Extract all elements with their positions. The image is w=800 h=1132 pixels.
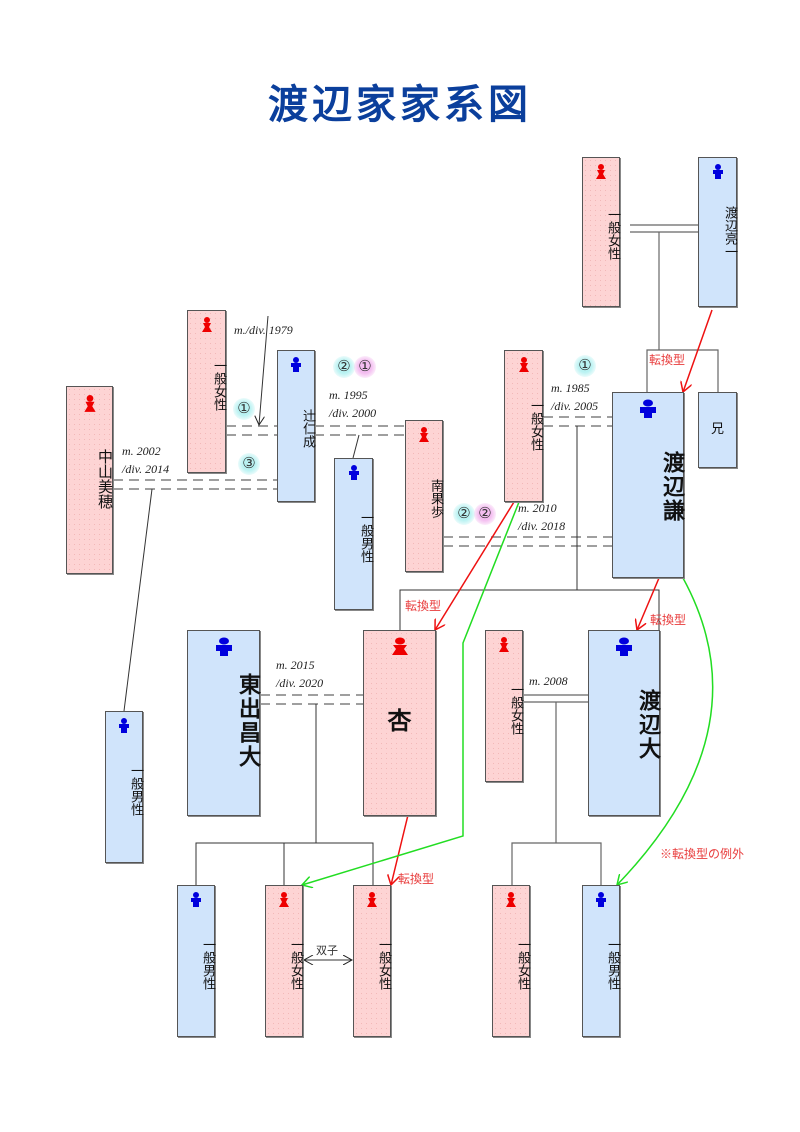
person-name: 兄 — [710, 422, 724, 437]
divorce-label: /div. 2020 — [276, 676, 324, 690]
person-name: 一般女性 — [528, 399, 543, 451]
person-name: 一般女性 — [515, 938, 530, 990]
person-ken[interactable]: 渡辺謙 — [612, 392, 685, 578]
person-name: 渡辺謙 — [659, 451, 685, 523]
person-name: 一般男性 — [605, 938, 620, 990]
person-grandchild-1[interactable]: 一般男性 — [177, 885, 215, 1037]
page-title: 渡辺家家系図 — [268, 81, 532, 128]
person-tsuji-son[interactable]: 一般男性 — [334, 458, 373, 610]
order-mark: ② — [453, 503, 475, 525]
person-name: 渡辺大 — [635, 689, 661, 761]
annotation-arrow — [259, 315, 269, 425]
transform-arrow — [391, 814, 409, 885]
female-icon — [596, 164, 606, 179]
person-name: 杏 — [387, 707, 412, 735]
person-top-wife[interactable]: 一般女性 — [582, 157, 620, 307]
person-nakayama[interactable]: 中山美穂 — [66, 386, 114, 574]
transform-arrow — [683, 309, 713, 392]
divorce-label: /div. 2000 — [329, 406, 377, 420]
order-mark: ① — [574, 355, 596, 377]
person-grandchild-2[interactable]: 一般女性 — [265, 885, 303, 1037]
person-grandchild-4[interactable]: 一般女性 — [492, 885, 530, 1037]
sibling-bracket — [646, 349, 719, 395]
male-icon — [640, 399, 656, 418]
descent-line — [352, 434, 360, 459]
person-dai[interactable]: 渡辺大 — [588, 630, 661, 816]
marriage-label: m. 2015 — [276, 658, 315, 672]
transform-arrow — [637, 577, 660, 630]
person-higashide[interactable]: 東出昌大 — [187, 630, 261, 816]
person-anne[interactable]: 杏 — [363, 630, 436, 816]
person-name: 渡辺亮一 — [722, 206, 737, 258]
marriage-label: m. 1985 — [551, 381, 590, 395]
male-icon — [348, 465, 359, 480]
divorce-label: /div. 2014 — [122, 462, 170, 476]
exception-label: ※転換型の例外 — [660, 847, 745, 861]
order-mark: ② — [474, 503, 496, 525]
male-icon — [215, 637, 232, 656]
transform-label: 転換型 — [649, 353, 686, 367]
female-icon — [419, 427, 429, 442]
children-bracket — [511, 842, 602, 885]
order-mark: ③ — [238, 453, 260, 475]
person-name: 一般女性 — [508, 683, 523, 735]
person-name: 一般男性 — [128, 764, 143, 816]
female-icon — [83, 395, 96, 412]
female-icon — [518, 357, 529, 372]
person-name: 東出昌大 — [235, 673, 261, 769]
transform-arrow — [435, 501, 515, 630]
divorce-label: /div. 2018 — [518, 519, 566, 533]
person-ken-first-wife[interactable]: 一般女性 — [504, 350, 543, 502]
transform-label: 転換型 — [398, 872, 435, 886]
marriage-label: m. 1995 — [329, 388, 368, 402]
person-name: 一般女性 — [288, 938, 303, 990]
exception-arrow — [302, 501, 520, 885]
female-icon — [506, 892, 516, 907]
male-icon — [616, 637, 632, 656]
children-bracket — [399, 589, 660, 630]
person-name: 一般男性 — [200, 938, 215, 990]
person-tsuji[interactable]: 辻仁成 — [277, 350, 315, 502]
person-dai-wife[interactable]: 一般女性 — [485, 630, 523, 782]
person-name: 一般女性 — [376, 938, 391, 990]
person-minami[interactable]: 南果歩 — [405, 420, 443, 572]
person-tsuji-first-wife[interactable]: 一般女性 — [187, 310, 226, 473]
person-name: 南果歩 — [428, 479, 443, 518]
female-icon — [279, 892, 289, 907]
exception-arrow — [617, 577, 714, 885]
order-mark: ② — [333, 356, 355, 378]
person-name: 一般女性 — [211, 359, 226, 411]
marriage-label: m./div. 1979 — [234, 323, 293, 337]
order-mark: ① — [354, 356, 376, 378]
male-icon — [191, 892, 201, 907]
male-icon — [596, 892, 606, 907]
person-name: 中山美穂 — [96, 449, 114, 509]
female-icon — [201, 317, 212, 332]
male-icon — [712, 164, 723, 179]
person-name: 辻仁成 — [300, 409, 315, 448]
person-grandchild-3[interactable]: 一般女性 — [353, 885, 391, 1037]
male-icon — [119, 718, 129, 733]
twins-label: 双子 — [316, 944, 338, 957]
person-nakayama-son[interactable]: 一般男性 — [105, 711, 143, 863]
person-name: 一般女性 — [605, 208, 620, 260]
descent-line — [123, 488, 153, 712]
transform-label: 転換型 — [650, 613, 687, 627]
marriage-label: m. 2008 — [529, 674, 568, 688]
female-icon — [391, 637, 408, 655]
transform-label: 転換型 — [405, 599, 442, 613]
female-icon — [499, 637, 509, 652]
person-grandchild-5[interactable]: 一般男性 — [582, 885, 620, 1037]
person-ani[interactable]: 兄 — [698, 392, 737, 468]
person-ryoichi[interactable]: 渡辺亮一 — [698, 157, 737, 307]
marriage-label: m. 2002 — [122, 444, 161, 458]
male-icon — [291, 357, 301, 372]
order-mark: ① — [233, 398, 255, 420]
female-icon — [367, 892, 377, 907]
divorce-label: /div. 2005 — [551, 399, 599, 413]
person-name: 一般男性 — [358, 511, 373, 563]
marriage-label: m. 2010 — [518, 501, 557, 515]
